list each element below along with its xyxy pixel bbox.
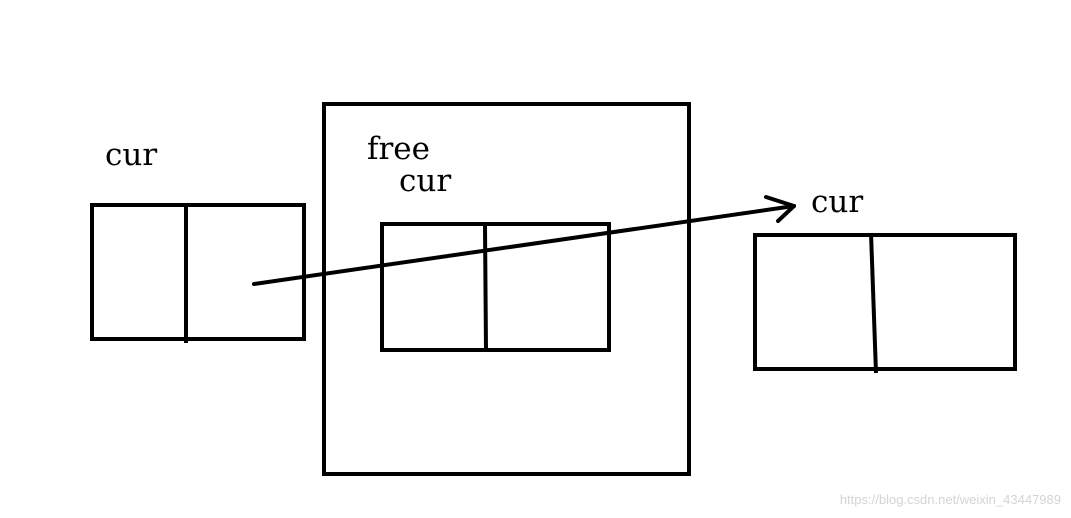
middle-node-divider [483, 225, 488, 351]
middle-node-label: cur [399, 163, 451, 199]
right-node-box [753, 233, 1017, 371]
middle-node-box [380, 222, 611, 352]
next-pointer-arrow [252, 195, 796, 286]
right-node-divider [869, 232, 878, 374]
left-node-label: cur [105, 137, 157, 173]
right-node [753, 232, 1017, 374]
watermark-text: https://blog.csdn.net/weixin_43447989 [840, 492, 1061, 507]
arrow-shaft [252, 204, 796, 286]
free-label: free [367, 131, 430, 167]
free-container-box [322, 102, 691, 476]
left-node-box [90, 203, 306, 341]
right-node-label: cur [811, 184, 863, 220]
left-node [90, 203, 306, 343]
arrow-head [764, 195, 796, 223]
middle-node [380, 222, 611, 352]
